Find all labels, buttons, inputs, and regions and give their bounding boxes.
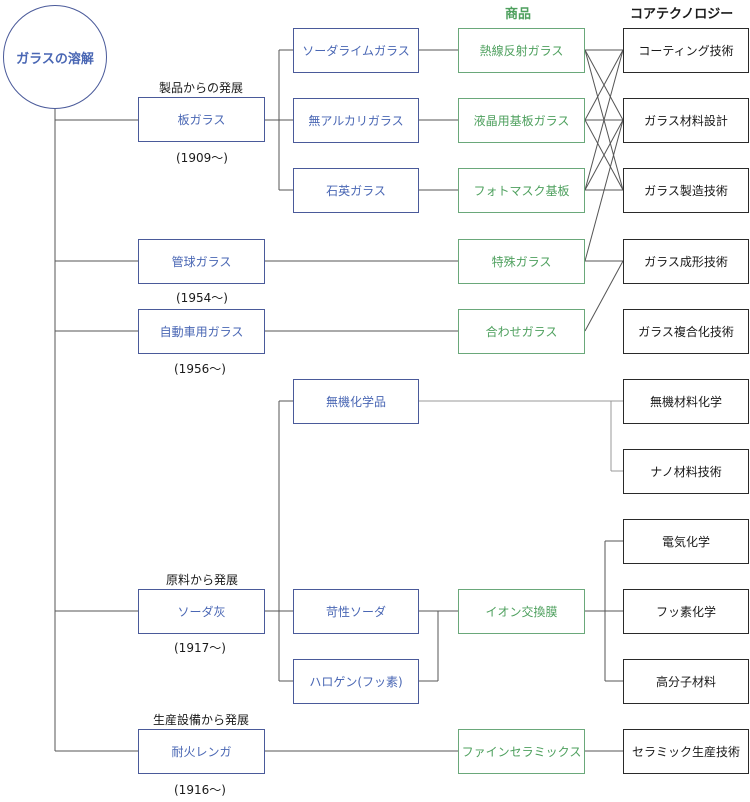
brick-caption: 生産設備から発展 [153, 713, 250, 727]
glass-composite-tech-node: ガラス複合化技術 [623, 309, 749, 354]
sheet-year: (1909〜) [176, 151, 228, 165]
halogen-node: ハロゲン(フッ素) [293, 659, 419, 704]
glass-forming-tech-node: ガラス成形技術 [623, 239, 749, 284]
electrochemistry-node: 電気化学 [623, 519, 749, 564]
products-header: 商品 [505, 7, 532, 22]
heat-reflective-glass-node: 熱線反射ガラス [458, 28, 585, 73]
polymer-materials-node: 高分子材料 [623, 659, 749, 704]
sheet-caption: 製品からの発展 [159, 81, 244, 95]
ion-exchange-membrane-node: イオン交換膜 [458, 589, 585, 634]
inorganic-chemicals-node: 無機化学品 [293, 379, 419, 424]
alkali-free-glass-node: 無アルカリガラス [293, 98, 419, 143]
tube-glass-node: 管球ガラス [138, 239, 265, 284]
tube-year: (1954〜) [176, 291, 228, 305]
core-tech-header: コアテクノロジー [630, 7, 734, 22]
lcd-substrate-glass-node: 液晶用基板ガラス [458, 98, 585, 143]
soda-lime-glass-node: ソーダライムガラス [293, 28, 419, 73]
ceramic-production-tech-node: セラミック生産技術 [623, 729, 749, 774]
inorganic-materials-chem-node: 無機材料化学 [623, 379, 749, 424]
auto-glass-node: 自動車用ガラス [138, 309, 265, 354]
glass-material-design-node: ガラス材料設計 [623, 98, 749, 143]
quartz-glass-node: 石英ガラス [293, 168, 419, 213]
soda-year: (1917〜) [174, 641, 226, 655]
photomask-substrate-node: フォトマスク基板 [458, 168, 585, 213]
sheet-glass-node: 板ガラス [138, 97, 265, 142]
soda-caption: 原料から発展 [166, 573, 239, 587]
coating-tech-node: コーティング技術 [623, 28, 749, 73]
nano-materials-tech-node: ナノ材料技術 [623, 449, 749, 494]
fluorine-chemistry-node: フッ素化学 [623, 589, 749, 634]
root-node: ガラスの溶解 [3, 5, 107, 109]
soda-ash-node: ソーダ灰 [138, 589, 265, 634]
brick-year: (1916〜) [174, 783, 226, 797]
laminated-glass-node: 合わせガラス [458, 309, 585, 354]
caustic-soda-node: 苛性ソーダ [293, 589, 419, 634]
glass-manufacturing-tech-node: ガラス製造技術 [623, 168, 749, 213]
fine-ceramics-node: ファインセラミックス [458, 729, 585, 774]
firebrick-node: 耐火レンガ [138, 729, 265, 774]
special-glass-node: 特殊ガラス [458, 239, 585, 284]
auto-year: (1956〜) [174, 362, 226, 376]
